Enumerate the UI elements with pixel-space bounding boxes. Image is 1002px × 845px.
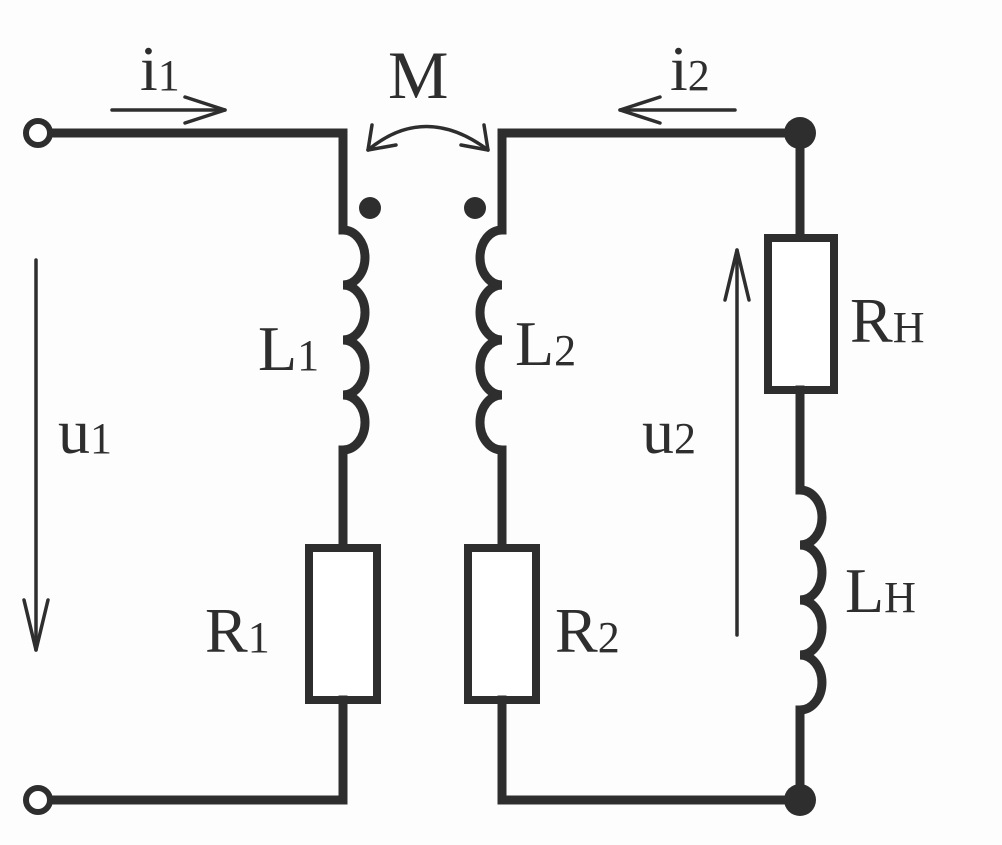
- secondary-circuit: [464, 117, 838, 816]
- resistor-rh: [764, 234, 838, 394]
- node-bottom-right: [784, 784, 816, 816]
- arrow-u2: [723, 248, 751, 637]
- label-m: M: [388, 37, 448, 113]
- primary-top-wire: [45, 128, 348, 235]
- input-terminal-bottom: [23, 785, 53, 815]
- label-l1: L1: [258, 313, 319, 384]
- inductor-l1: [338, 225, 370, 455]
- primary-bottom-wire: [45, 695, 348, 805]
- polarity-dot-l2: [464, 197, 486, 219]
- resistor-r2: [464, 544, 540, 704]
- label-i2: i2: [670, 33, 710, 104]
- polarity-dot-l1: [359, 197, 381, 219]
- node-top-right: [784, 117, 816, 149]
- inductor-lh: [795, 485, 827, 715]
- arrow-i1: [110, 95, 227, 125]
- mutual-inductance-arrow: [366, 123, 490, 152]
- arrow-u1: [22, 258, 50, 652]
- label-r1: R1: [205, 595, 270, 666]
- inductor-l2: [475, 225, 507, 455]
- label-r2: R2: [555, 595, 620, 666]
- label-l2: L2: [515, 308, 576, 379]
- label-lh: LH: [845, 555, 916, 626]
- resistor-r1: [305, 544, 381, 704]
- label-i1: i1: [140, 33, 180, 104]
- secondary-top-wire: [497, 128, 805, 243]
- arrow-i2: [618, 95, 737, 125]
- secondary-bottom-wire: [497, 695, 805, 805]
- primary-circuit: [23, 118, 381, 815]
- label-u1: u1: [58, 396, 112, 467]
- label-u2: u2: [642, 396, 696, 467]
- label-rh: RH: [850, 285, 924, 356]
- input-terminal-top: [23, 118, 53, 148]
